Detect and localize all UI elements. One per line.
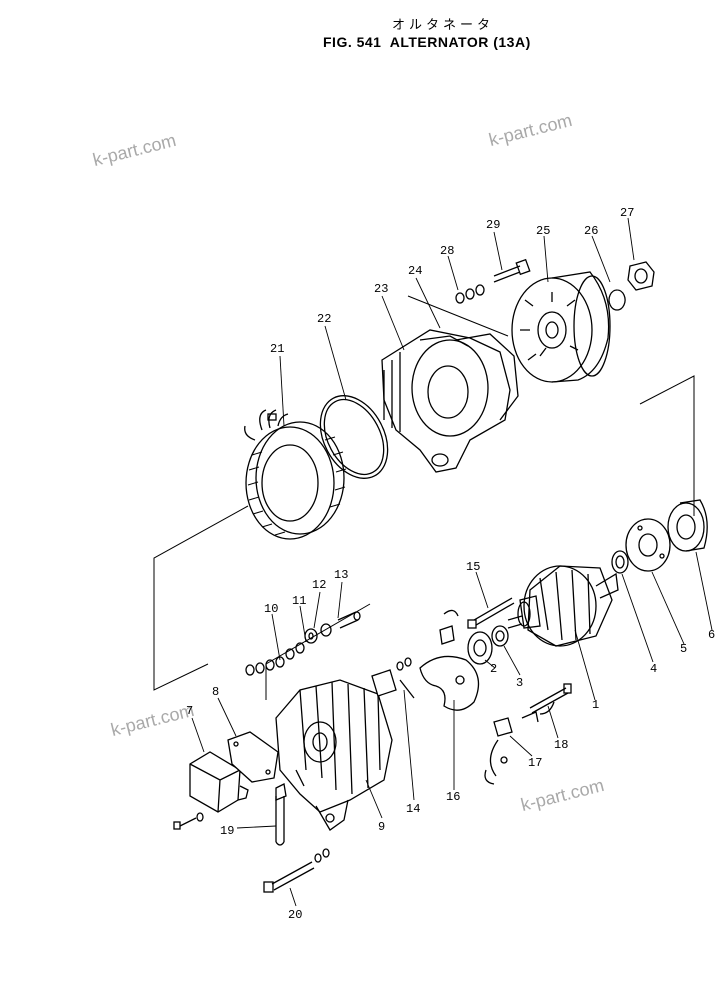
bolt xyxy=(493,258,531,283)
callout-9: 9 xyxy=(378,820,385,834)
pulley xyxy=(511,271,611,383)
regulator xyxy=(189,751,249,813)
callout-26: 26 xyxy=(584,224,598,238)
terminal xyxy=(371,657,415,699)
rotor xyxy=(507,565,619,647)
callout-19: 19 xyxy=(220,824,234,838)
callout-8: 8 xyxy=(212,685,219,699)
callout-10: 10 xyxy=(264,602,278,616)
callout-2: 2 xyxy=(490,662,497,676)
collar xyxy=(491,625,509,647)
o-ring xyxy=(319,395,389,479)
callout-5: 5 xyxy=(680,642,687,656)
callout-29: 29 xyxy=(486,218,500,232)
figure-title: FIG. 541 ALTERNATOR (13A) xyxy=(323,34,531,50)
callout-labels: 1 2 3 4 5 6 7 8 9 10 11 12 13 14 15 16 1… xyxy=(186,206,715,922)
callout-16: 16 xyxy=(446,790,460,804)
stator xyxy=(244,409,347,540)
front-housing xyxy=(381,329,519,473)
washers xyxy=(455,284,485,304)
callout-25: 25 xyxy=(536,224,550,238)
bearing-rear xyxy=(467,631,493,665)
through-bolt xyxy=(467,597,515,629)
callout-23: 23 xyxy=(374,282,388,296)
rear-housing xyxy=(275,679,393,831)
callout-11: 11 xyxy=(292,594,306,608)
callout-24: 24 xyxy=(408,264,422,278)
callout-7: 7 xyxy=(186,704,193,718)
spacer xyxy=(611,550,629,574)
callout-27: 27 xyxy=(620,206,634,220)
callout-1: 1 xyxy=(592,698,599,712)
callout-12: 12 xyxy=(312,578,326,592)
callout-20: 20 xyxy=(288,908,302,922)
callout-6: 6 xyxy=(708,628,715,642)
lead-wire xyxy=(275,783,287,846)
mounting-bolt xyxy=(263,848,330,893)
brush-holder xyxy=(419,609,513,785)
snap-ring xyxy=(608,289,626,311)
callout-4: 4 xyxy=(650,662,657,676)
leader-lines xyxy=(191,217,713,907)
gasket-plate xyxy=(227,731,279,783)
callout-21: 21 xyxy=(270,342,284,356)
title-japanese: オルタネータ xyxy=(392,18,495,33)
callout-18: 18 xyxy=(554,738,568,752)
terminal-hardware xyxy=(245,611,361,676)
assembly-lines xyxy=(153,295,695,700)
bearing-retainer xyxy=(625,518,671,572)
callout-13: 13 xyxy=(334,568,348,582)
callout-14: 14 xyxy=(406,802,420,816)
callout-22: 22 xyxy=(317,312,331,326)
callout-28: 28 xyxy=(440,244,454,258)
bearing-front xyxy=(667,499,708,552)
callout-17: 17 xyxy=(528,756,542,770)
diode-bolt xyxy=(521,683,572,723)
nut xyxy=(627,261,655,291)
callout-3: 3 xyxy=(516,676,523,690)
callout-15: 15 xyxy=(466,560,480,574)
regulator-screw xyxy=(173,812,204,830)
